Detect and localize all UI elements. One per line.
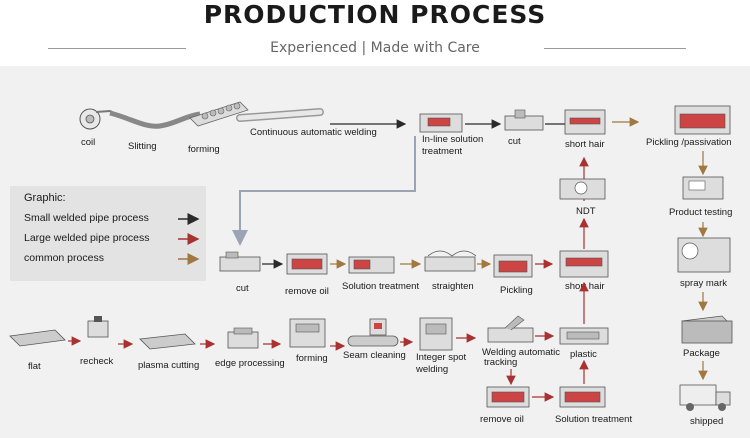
- label-edge-processing: edge processing: [215, 358, 285, 369]
- spot-welding-machine: [419, 317, 453, 351]
- edge-processing-machine: [227, 327, 259, 349]
- label-forming-bottom: forming: [296, 353, 328, 364]
- remove-oil-tank-bottom: [486, 386, 530, 408]
- forming-rollers-top: [189, 101, 249, 127]
- solution-treatment-mid: [348, 256, 395, 274]
- label-cut-top: cut: [508, 136, 521, 147]
- legend-item-small: Small welded pipe process: [24, 212, 149, 224]
- connector-to-cut-mid: [232, 136, 416, 246]
- short-hair-machine-mid: [559, 250, 609, 278]
- seam-cleaning-machine: [347, 318, 399, 347]
- spray-mark-machine: [677, 237, 731, 273]
- label-cut-mid: cut: [236, 283, 249, 294]
- label-ndt: NDT: [576, 206, 596, 217]
- label-solution-treatment-mid: Solution treatment: [342, 281, 419, 292]
- recheck-machine: [87, 316, 109, 338]
- product-testing-machine: [682, 176, 724, 200]
- legend-title: Graphic:: [24, 192, 66, 204]
- page-subtitle: Experienced | Made with Care: [270, 40, 480, 56]
- label-shipped: shipped: [690, 416, 723, 427]
- remove-oil-tank-mid: [286, 253, 328, 275]
- page-title: PRODUCTION PROCESS: [203, 0, 547, 29]
- label-short-hair-top: short hair: [565, 139, 605, 150]
- label-integer-spot-2: welding: [415, 364, 448, 375]
- pickling-passivation-tank: [674, 105, 731, 135]
- ndt-machine: [559, 178, 606, 200]
- label-integer-spot-1: Integer spot: [416, 352, 467, 363]
- label-straighten: straighten: [432, 281, 474, 292]
- header: PRODUCTION PROCESS Experienced | Made wi…: [0, 0, 750, 66]
- label-pickling-mid: Pickling: [500, 285, 533, 296]
- straighten-machine: [424, 250, 477, 272]
- forming-press-bottom: [289, 318, 326, 348]
- legend-label-small: Small welded pipe process: [24, 212, 149, 224]
- subtitle-divider-right: [544, 48, 686, 49]
- label-solution-treatment-bottom: Solution treatment: [555, 414, 632, 425]
- label-inline-solution-2: treatment: [422, 146, 462, 157]
- label-welding-auto-1: Welding automatic: [482, 347, 560, 358]
- legend-box: Graphic: Small welded pipe process Large…: [10, 186, 206, 281]
- automatic-welding-machine: [487, 315, 534, 343]
- plastic-machine: [559, 327, 609, 345]
- label-forming-top: forming: [188, 144, 220, 155]
- legend-item-large: Large welded pipe process: [24, 232, 150, 244]
- shipping-truck: [679, 384, 731, 411]
- pickling-tank-mid: [493, 254, 533, 278]
- legend-arrows: [178, 213, 200, 265]
- label-package: Package: [683, 348, 720, 359]
- short-hair-machine-top: [564, 109, 606, 135]
- label-slitting: Slitting: [128, 141, 157, 152]
- label-pickling-passivation: Pickling /passivation: [646, 137, 732, 148]
- label-spray-mark: spray mark: [680, 278, 727, 289]
- legend-item-common: common process: [24, 252, 104, 264]
- label-continuous-welding: Continuous automatic welding: [250, 127, 377, 138]
- welding-pipe-top: [236, 108, 324, 122]
- cut-machine-mid: [219, 251, 261, 272]
- slitting-strip: [109, 110, 201, 129]
- process-diagram-area: coil Slitting forming Continuous automat…: [0, 66, 750, 438]
- flat-plate: [9, 329, 66, 347]
- process-diagram: coil Slitting forming Continuous automat…: [9, 101, 733, 427]
- subtitle-divider-left: [48, 48, 186, 49]
- cut-machine-top: [504, 109, 544, 131]
- label-remove-oil-mid: remove oil: [285, 286, 329, 297]
- label-coil: coil: [81, 137, 95, 148]
- package-bundle: [681, 315, 733, 344]
- label-flat: flat: [28, 361, 41, 372]
- label-plasma-cutting: plasma cutting: [138, 360, 199, 371]
- label-inline-solution-1: In-line solution: [422, 134, 483, 145]
- label-recheck: recheck: [80, 356, 114, 367]
- plasma-cutting-table: [139, 333, 196, 350]
- label-remove-oil-bottom: remove oil: [480, 414, 524, 425]
- label-plastic: plastic: [570, 349, 597, 360]
- label-product-testing: Product testing: [669, 207, 732, 218]
- legend-label-large: Large welded pipe process: [24, 232, 150, 244]
- label-short-hair-mid: short hair: [565, 281, 605, 292]
- inline-solution-machine: [419, 113, 463, 133]
- legend-label-common: common process: [24, 252, 104, 264]
- solution-treatment-bottom: [559, 386, 606, 408]
- label-welding-auto-2: tracking: [484, 357, 517, 368]
- label-seam-cleaning: Seam cleaning: [343, 350, 406, 361]
